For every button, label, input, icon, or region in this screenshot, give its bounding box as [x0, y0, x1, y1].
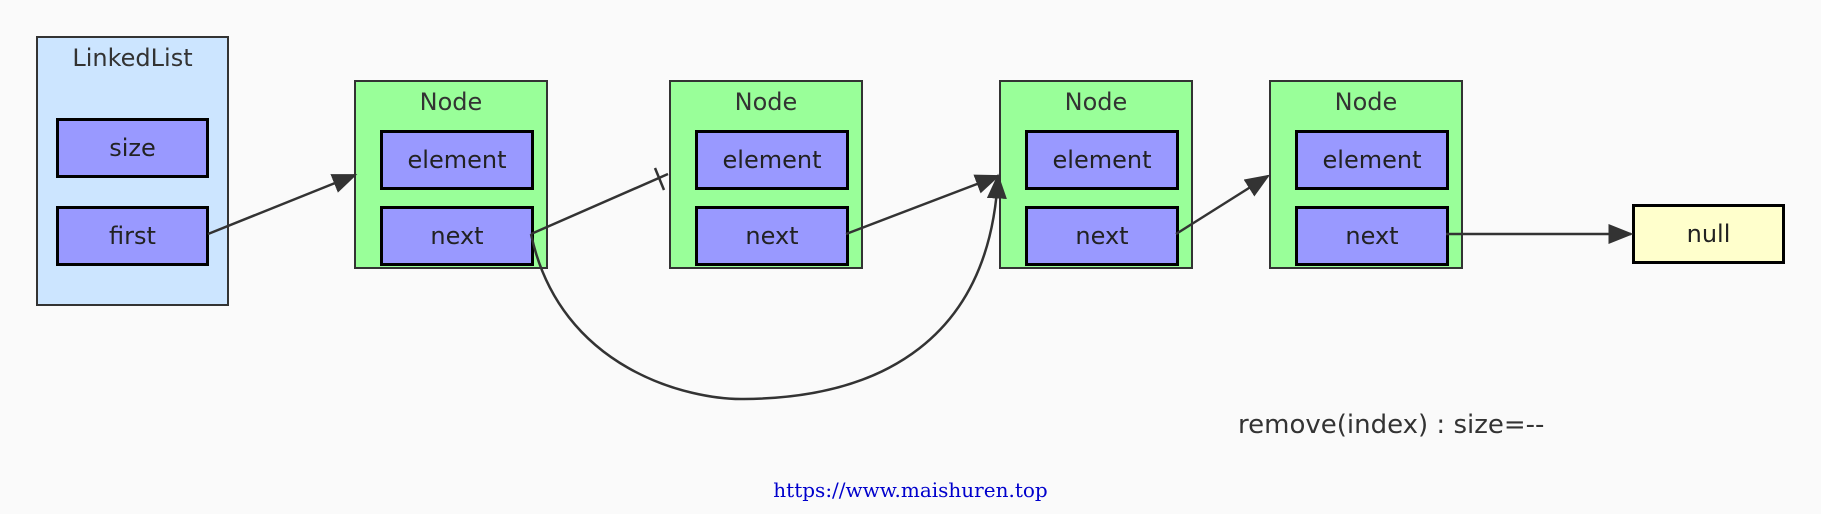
node-1: Node element next [354, 80, 548, 269]
arrow-node-3-to-node-4 [1175, 174, 1271, 236]
removed-link-break-mark [653, 167, 666, 191]
node-4-next-field: next [1295, 206, 1449, 266]
node-2: Node element next [669, 80, 863, 269]
node-1-next-field: next [380, 206, 534, 266]
size-field: size [56, 118, 209, 178]
node-3-next-field: next [1025, 206, 1179, 266]
caption-text: remove(index) : size=-- [1238, 410, 1545, 440]
linkedlist-container: LinkedList size first [36, 36, 229, 306]
node-4-title: Node [1334, 88, 1398, 116]
node-2-element-field: element [695, 130, 849, 190]
first-field: first [56, 206, 209, 266]
node-3-element-field: element [1025, 130, 1179, 190]
node-4: Node element next [1269, 80, 1463, 269]
node-1-title: Node [419, 88, 483, 116]
arrow-first-to-node-1 [207, 173, 358, 236]
node-4-element-field: element [1295, 130, 1449, 190]
node-2-next-field: next [695, 206, 849, 266]
linkedlist-title: LinkedList [72, 44, 193, 72]
node-1-element-field: element [380, 130, 534, 190]
arrow-bypass-node-1-to-node-3 [529, 173, 1007, 401]
node-2-title: Node [734, 88, 798, 116]
node-3-title: Node [1064, 88, 1128, 116]
footer-link[interactable]: https://www.maishuren.top [773, 478, 1048, 502]
removed-link-node-1-to-node-2 [530, 172, 669, 236]
arrow-node-2-to-node-3 [845, 174, 1001, 236]
null-box: null [1632, 204, 1785, 264]
